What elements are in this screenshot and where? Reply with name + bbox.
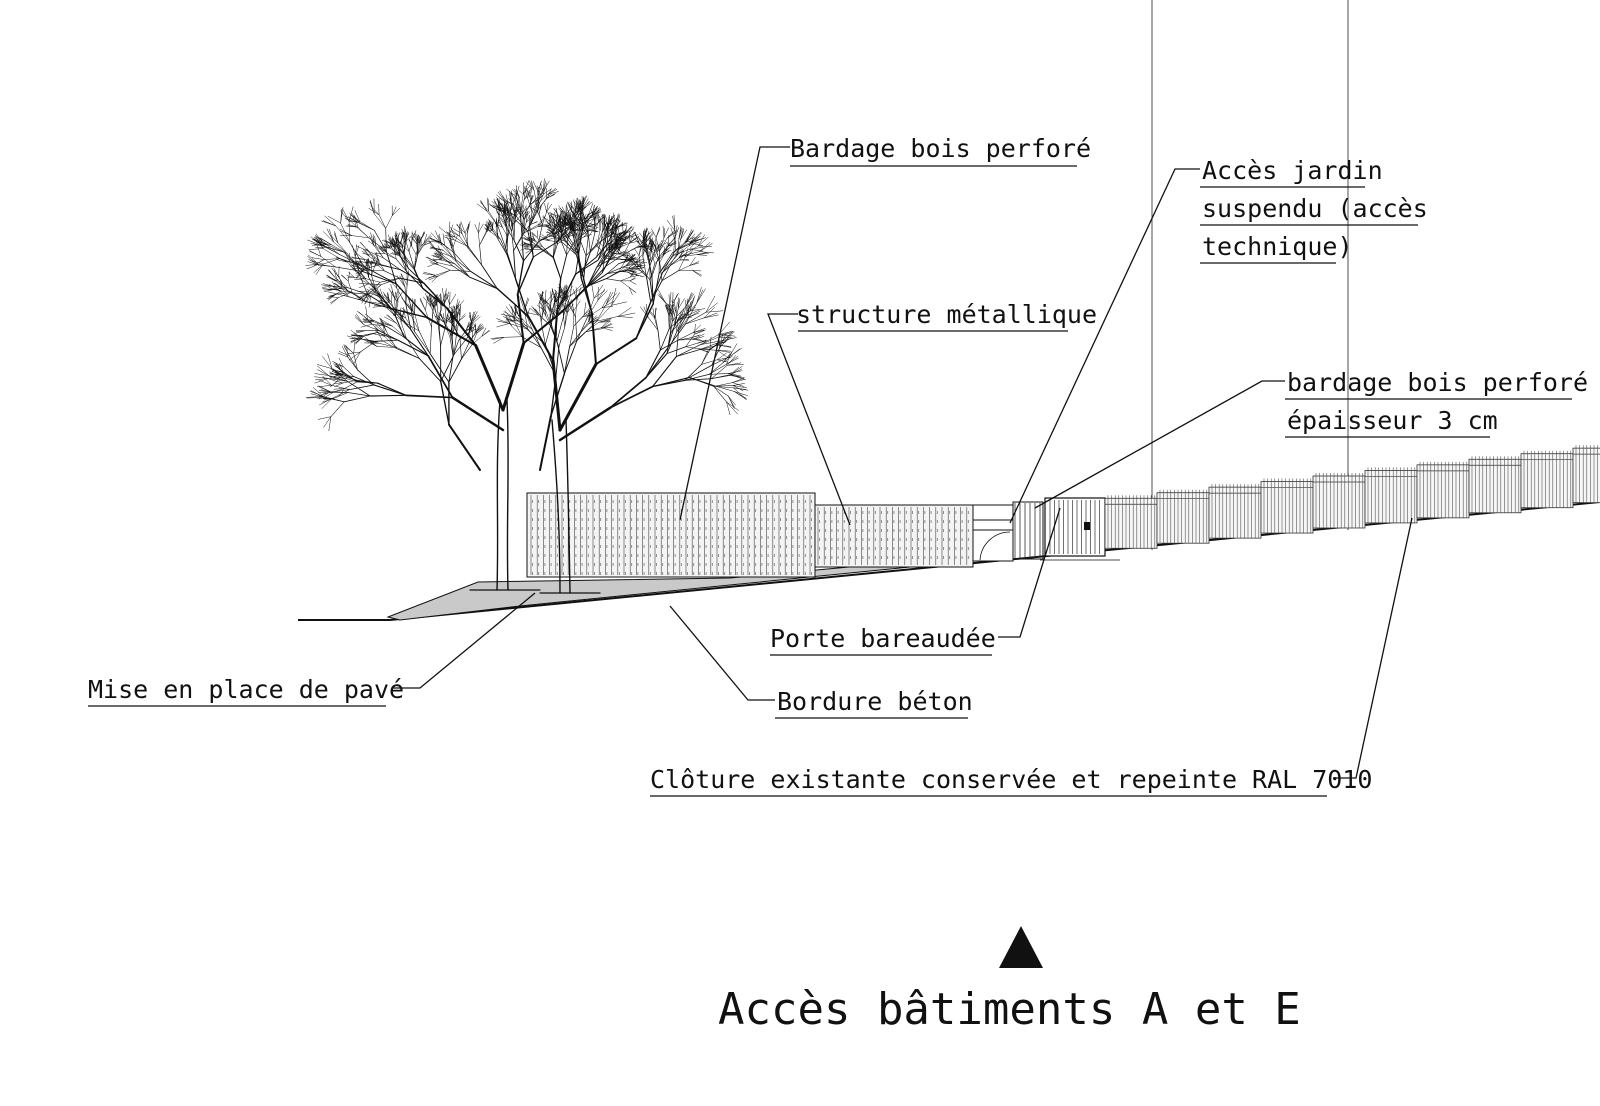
- label-mise-en-place-pave: Mise en place de pavé: [88, 675, 404, 704]
- label-bordure-beton: Bordure béton: [777, 687, 973, 716]
- building-edge-lines: [1151, 0, 1349, 550]
- label-acces-jardin-line1: Accès jardin: [1202, 156, 1383, 185]
- existing-fence: [1104, 445, 1600, 549]
- barred-door: [1040, 497, 1120, 561]
- label-acces-jardin-line3: technique): [1202, 232, 1353, 261]
- garden-access-gate: [972, 501, 1044, 562]
- tree-illustration: [305, 178, 749, 594]
- label-structure-metallique: structure métallique: [796, 300, 1097, 329]
- triangle-up-icon: [999, 926, 1043, 968]
- label-bardage-bois-perfore: Bardage bois perforé: [790, 134, 1091, 163]
- label-bardage-epaisseur-line1: bardage bois perforé: [1287, 368, 1588, 397]
- label-cloture-existante: Clôture existante conservée et repeinte …: [650, 765, 1372, 794]
- metal-structure-panel: [814, 504, 974, 568]
- label-acces-jardin-line2: suspendu (accès: [1202, 194, 1428, 223]
- leader-lines: [88, 146, 1572, 797]
- label-bardage-epaisseur-line2: épaisseur 3 cm: [1287, 406, 1498, 435]
- wood-cladding-panel: [526, 492, 816, 578]
- label-porte-bareaudee: Porte bareaudée: [770, 624, 996, 653]
- drawing-title: Accès bâtiments A et E: [718, 984, 1301, 1035]
